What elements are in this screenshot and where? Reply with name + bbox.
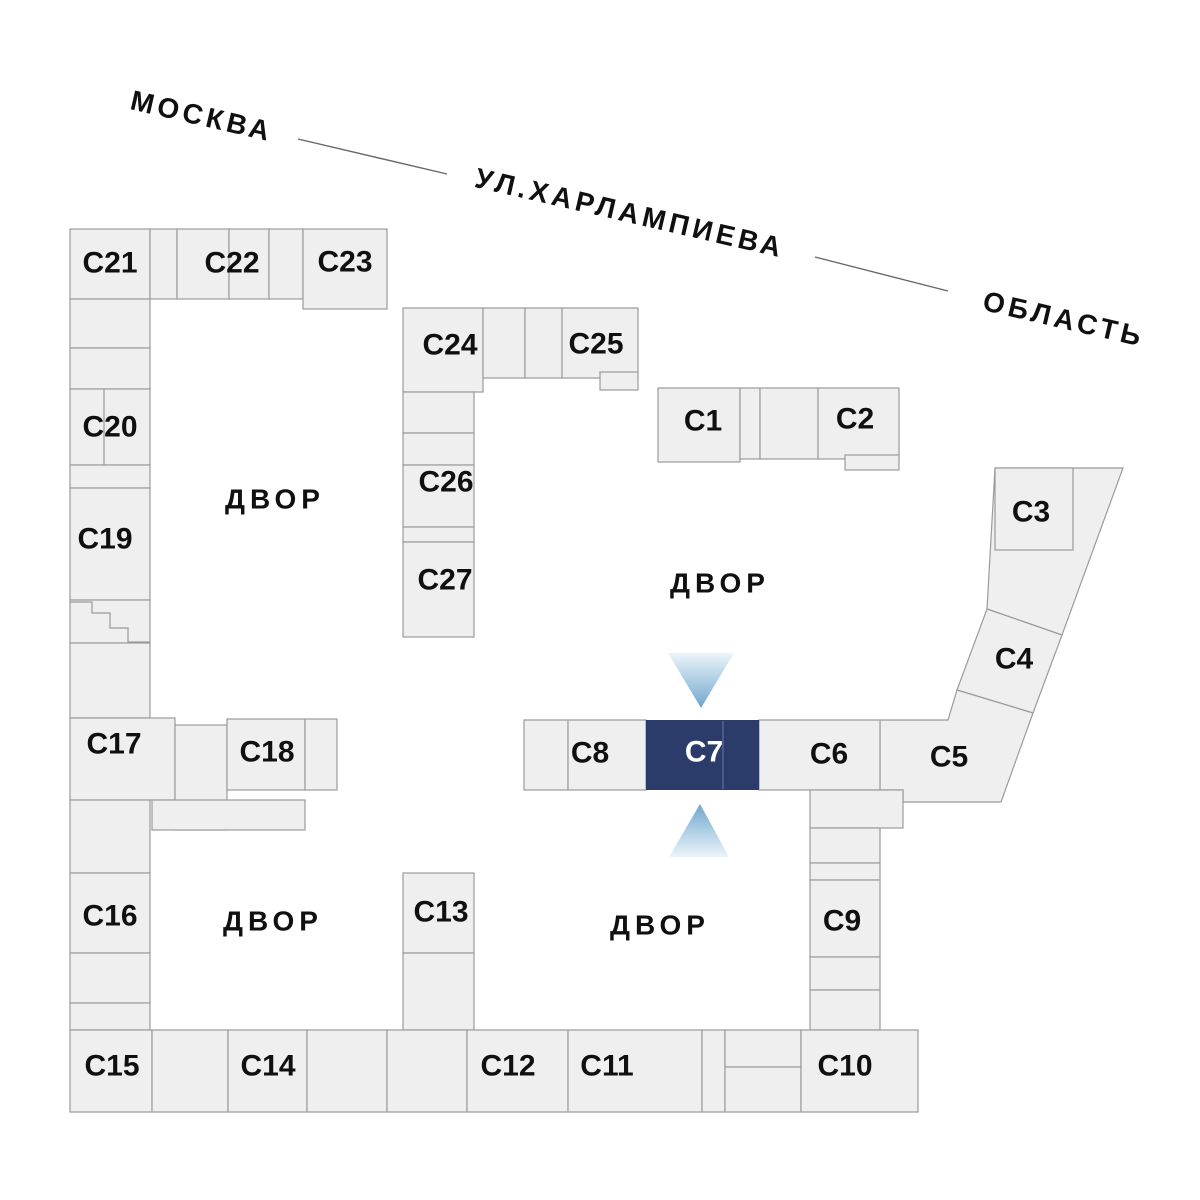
building-c25[interactable] <box>561 307 639 379</box>
building-c1[interactable] <box>657 387 741 463</box>
building-segment <box>402 952 475 1031</box>
building-segment <box>809 789 904 829</box>
courtyard-label: ДВОР <box>610 910 710 941</box>
building-segment <box>402 391 475 434</box>
building-c6[interactable] <box>758 719 881 791</box>
building-segment <box>809 989 881 1031</box>
building-segment <box>402 432 475 466</box>
building-segment <box>482 307 526 379</box>
building-c22[interactable] <box>176 228 230 300</box>
building-segment <box>809 827 881 864</box>
building-c12[interactable] <box>466 1029 569 1113</box>
building-segment <box>149 228 178 300</box>
building-segment <box>268 228 304 300</box>
step-division-line <box>70 601 150 643</box>
building-segment <box>739 387 761 460</box>
building-c5[interactable] <box>879 689 1034 803</box>
building-segment <box>386 1029 468 1113</box>
building-segment <box>402 526 475 543</box>
building-segment <box>809 956 881 991</box>
building-c18[interactable] <box>226 718 306 791</box>
building-c7-highlighted[interactable] <box>646 720 759 790</box>
building-c21[interactable] <box>69 228 151 300</box>
building-c3[interactable] <box>994 467 1074 551</box>
building-segment <box>69 298 151 349</box>
building-segment <box>151 1029 229 1113</box>
building-segment <box>759 387 819 460</box>
street-label-kharlampieva: УЛ.ХАРЛАМПИЕВА <box>472 162 788 263</box>
building-segment <box>523 719 569 791</box>
courtyard-label: ДВОР <box>223 906 323 937</box>
building-segment <box>809 862 881 881</box>
street-line <box>814 256 949 292</box>
building-segment <box>306 1029 388 1113</box>
street-label-oblast: ОБЛАСТЬ <box>980 285 1148 352</box>
courtyard-label: ДВОР <box>670 568 770 599</box>
building-c27[interactable] <box>402 541 475 638</box>
building-segment <box>69 952 151 1004</box>
building-segment <box>69 464 151 489</box>
building-c23[interactable] <box>302 228 388 310</box>
building-segment <box>69 799 151 874</box>
building-c11[interactable] <box>567 1029 703 1113</box>
building-c26[interactable] <box>402 464 475 528</box>
building-segment <box>524 307 563 379</box>
building-segment <box>151 799 306 831</box>
building-c9[interactable] <box>809 879 881 958</box>
building-c17[interactable] <box>69 717 176 801</box>
arrow-down-icon <box>668 653 734 708</box>
building-segment <box>701 1029 726 1113</box>
building-segment <box>69 642 151 719</box>
building-segment <box>304 718 338 791</box>
building-c2[interactable] <box>817 387 900 460</box>
building-c20[interactable] <box>69 388 151 466</box>
building-segment <box>599 371 639 391</box>
building-c15[interactable] <box>69 1029 153 1113</box>
building-c10[interactable] <box>800 1029 919 1113</box>
building-segment <box>69 347 151 390</box>
arrow-up-icon <box>669 804 729 857</box>
building-c14[interactable] <box>227 1029 308 1113</box>
courtyard-label: ДВОР <box>225 484 325 515</box>
building-segment <box>724 1066 802 1113</box>
building-c19[interactable] <box>69 487 151 601</box>
building-segment <box>724 1029 802 1068</box>
street-label-moskva: МОСКВА <box>128 85 277 148</box>
building-c13[interactable] <box>402 872 475 954</box>
building-c24[interactable] <box>402 307 484 393</box>
building-segment <box>844 454 900 471</box>
building-c16[interactable] <box>69 872 151 954</box>
street-line <box>297 138 448 175</box>
building-segment <box>228 228 270 300</box>
building-c8[interactable] <box>567 719 647 791</box>
building-segment <box>69 1002 151 1031</box>
